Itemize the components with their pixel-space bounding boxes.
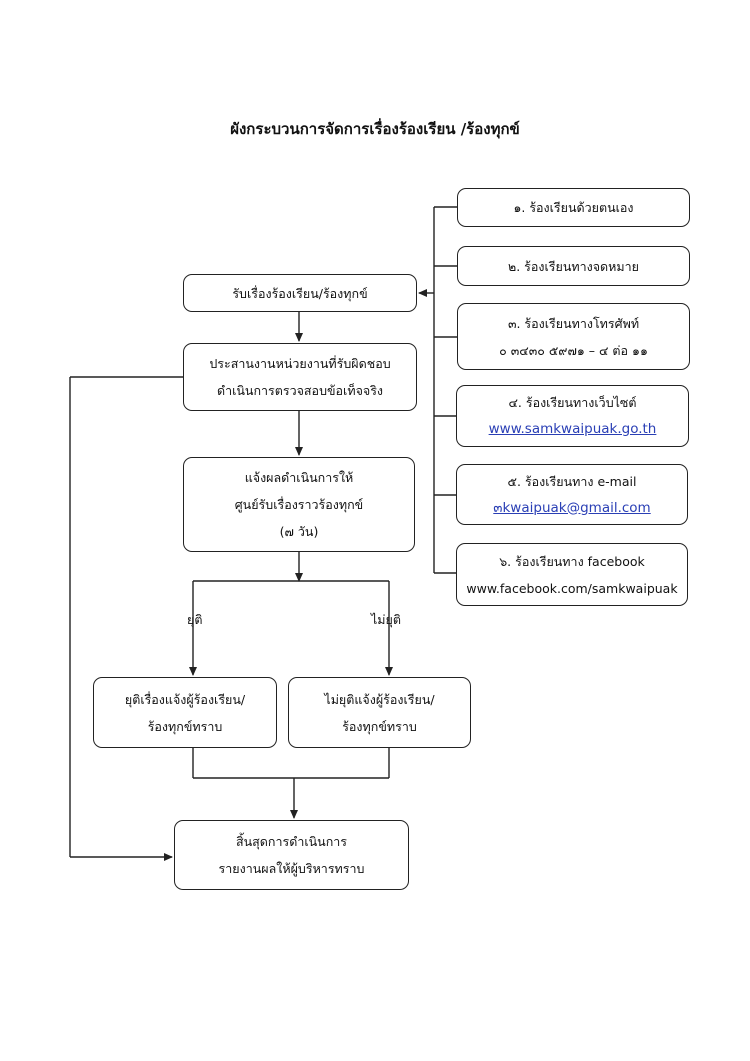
notify-result-box: แจ้งผลดำเนินการให้ ศูนย์รับเรื่องราวร้อง… — [183, 457, 415, 552]
branch-not-end-label: ไม่ยุติ — [371, 612, 401, 627]
notify-line-3: (๗ วัน) — [279, 524, 319, 539]
channel-website-label: ๔. ร้องเรียนทางเว็บไซต์ — [508, 395, 637, 410]
facebook-url: www.facebook.com/samkwaipuak — [466, 580, 678, 596]
channel-facebook-box: ๖. ร้องเรียนทาง facebook www.facebook.co… — [456, 543, 688, 606]
email-link[interactable]: ๓kwaipuak@gmail.com — [493, 499, 651, 516]
channel-website-box: ๔. ร้องเรียนทางเว็บไซต์ www.samkwaipuak.… — [456, 385, 689, 447]
not-ended-line-1: ไม่ยุติแจ้งผู้ร้องเรียน/ — [324, 691, 435, 707]
channel-phone-label: ๓. ร้องเรียนทางโทรศัพท์ — [507, 315, 640, 331]
not-ended-box: ไม่ยุติแจ้งผู้ร้องเรียน/ ร้องทุกข์ทราบ — [288, 677, 471, 748]
channel-email-label: ๕. ร้องเรียนทาง e-mail — [507, 473, 637, 489]
coordinate-line-1: ประสานงานหน่วยงานที่รับผิดชอบ — [209, 356, 391, 371]
page-title: ผังกระบวนการจัดการเรื่องร้องเรียน /ร้องท… — [230, 120, 520, 138]
coordinate-box: ประสานงานหน่วยงานที่รับผิดชอบ ดำเนินการต… — [183, 343, 417, 411]
finish-box: สิ้นสุดการดำเนินการ รายงานผลให้ผู้บริหาร… — [174, 820, 409, 890]
channel-phone-box: ๓. ร้องเรียนทางโทรศัพท์ ๐ ๓๔๓๐ ๕๙๗๑ – ๔ … — [457, 303, 690, 370]
coordinate-line-2: ดำเนินการตรวจสอบข้อเท็จจริง — [216, 383, 384, 398]
channel-in-person-box: ๑. ร้องเรียนด้วยตนเอง — [457, 188, 690, 227]
channel-letter-box: ๒. ร้องเรียนทางจดหมาย — [457, 246, 690, 286]
notify-line-2: ศูนย์รับเรื่องราวร้องทุกข์ — [234, 497, 364, 512]
website-link[interactable]: www.samkwaipuak.go.th — [488, 421, 657, 437]
ended-line-1: ยุติเรื่องแจ้งผู้ร้องเรียน/ — [124, 691, 246, 707]
channel-facebook-label: ๖. ร้องเรียนทาง facebook — [499, 553, 645, 569]
channel-phone-number: ๐ ๓๔๓๐ ๕๙๗๑ – ๔ ต่อ ๑๑ — [499, 342, 648, 358]
channel-email-box: ๕. ร้องเรียนทาง e-mail ๓kwaipuak@gmail.c… — [456, 464, 688, 525]
ended-line-2: ร้องทุกข์ทราบ — [147, 718, 223, 734]
not-ended-line-2: ร้องทุกข์ทราบ — [342, 718, 417, 734]
channel-letter-label: ๒. ร้องเรียนทางจดหมาย — [508, 258, 639, 274]
finish-line-1: สิ้นสุดการดำเนินการ — [235, 834, 348, 849]
channel-in-person-label: ๑. ร้องเรียนด้วยตนเอง — [513, 200, 634, 215]
finish-line-2: รายงานผลให้ผู้บริหารทราบ — [218, 861, 365, 876]
receive-complaint-label: รับเรื่องร้องเรียน/ร้องทุกข์ — [232, 285, 368, 301]
receive-complaint-box: รับเรื่องร้องเรียน/ร้องทุกข์ — [183, 274, 417, 312]
notify-line-1: แจ้งผลดำเนินการให้ — [244, 470, 354, 485]
branch-end-label: ยุติ — [187, 612, 203, 627]
ended-box: ยุติเรื่องแจ้งผู้ร้องเรียน/ ร้องทุกข์ทรา… — [93, 677, 277, 748]
